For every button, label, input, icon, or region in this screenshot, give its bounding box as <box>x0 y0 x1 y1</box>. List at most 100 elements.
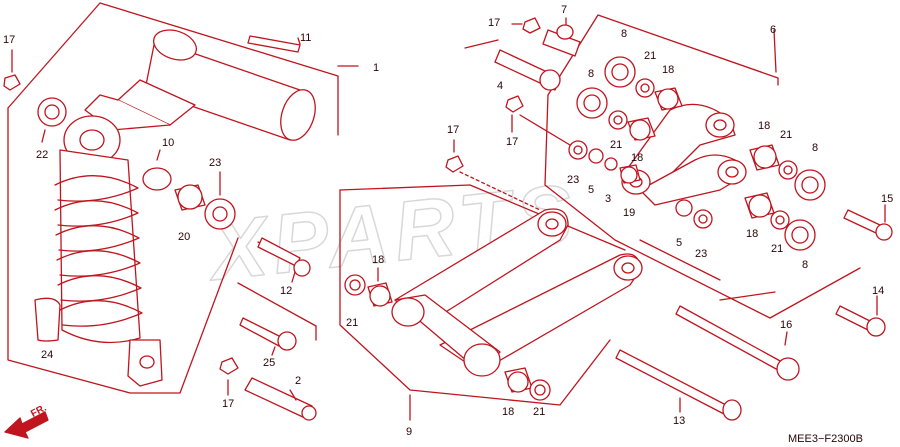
leader-22 <box>41 129 46 143</box>
callout-8c: 8 <box>812 142 818 154</box>
collar-2 <box>244 377 317 421</box>
arm-group-boundary-lower <box>544 94 861 319</box>
callout-17c: 17 <box>222 398 234 410</box>
bolt-14 <box>835 305 886 337</box>
leader-10 <box>156 149 161 161</box>
seal-23-b <box>568 140 588 160</box>
callout-14: 14 <box>872 285 884 297</box>
bracket-24 <box>34 297 61 342</box>
assembly-path-a <box>459 171 541 211</box>
bearing-18-c <box>367 282 393 307</box>
callout-9: 9 <box>406 426 412 438</box>
nut-17-d <box>445 155 464 173</box>
callout-17a: 17 <box>3 34 15 46</box>
callout-16: 16 <box>780 319 792 331</box>
callout-6: 6 <box>770 24 776 36</box>
callout-4: 4 <box>497 80 503 92</box>
collar-7 <box>542 24 581 57</box>
collar-5-b <box>675 199 693 217</box>
callout-23b: 23 <box>567 174 579 186</box>
callout-18d: 18 <box>758 120 770 132</box>
assembly-path-c <box>639 239 721 281</box>
leader-12 <box>291 271 296 283</box>
callout-8b: 8 <box>588 68 594 80</box>
callout-20: 20 <box>178 231 190 243</box>
front-direction-arrow <box>4 411 49 439</box>
callout-1: 1 <box>373 62 379 74</box>
bearing-18-a <box>654 87 683 111</box>
seal-21-c <box>344 274 366 296</box>
callout-22: 22 <box>36 149 48 161</box>
callout-18c: 18 <box>372 254 384 266</box>
rod-group-boundary <box>339 184 626 251</box>
callout-25: 25 <box>263 357 275 369</box>
seal-8-d <box>784 219 816 251</box>
seal-23-a <box>204 198 236 230</box>
collar-5-a <box>588 148 604 164</box>
callout-5b: 5 <box>676 237 682 249</box>
shock-group-boundary-lower <box>7 107 239 394</box>
leader-6 <box>773 29 777 73</box>
bearing-18-b <box>627 117 656 141</box>
assembly-path-b <box>519 114 571 146</box>
nut-17-a <box>3 74 21 91</box>
hint-line-4 <box>464 39 499 49</box>
callout-10: 10 <box>162 137 174 149</box>
collar-4 <box>494 49 561 91</box>
seal-22 <box>37 97 67 127</box>
nut-17-c <box>219 357 239 375</box>
callout-18f: 18 <box>502 406 514 418</box>
bearing-18-e <box>744 192 775 219</box>
callout-15: 15 <box>881 193 893 205</box>
bolt-16 <box>675 305 800 381</box>
callout-21f: 21 <box>533 406 545 418</box>
bolt-25 <box>239 317 297 351</box>
seal-21-f <box>529 379 551 401</box>
callout-21d: 21 <box>780 129 792 141</box>
callout-3: 3 <box>605 193 611 205</box>
bolt-13 <box>615 349 742 421</box>
o-ring-10 <box>142 167 172 191</box>
connecting-rod-9 <box>391 208 643 377</box>
callout-17b: 17 <box>488 17 500 29</box>
diagram-code: MEE3−F2300B <box>788 433 863 445</box>
arm-group-boundary <box>547 14 779 96</box>
shock-arm-6 <box>621 103 747 206</box>
seal-21-e <box>770 210 790 230</box>
callout-17e: 17 <box>506 136 518 148</box>
callout-23a: 23 <box>209 157 221 169</box>
callout-24: 24 <box>41 349 53 361</box>
callout-13: 13 <box>673 415 685 427</box>
leader-2 <box>289 389 297 401</box>
shock-absorber <box>54 115 163 387</box>
seal-21-a <box>635 78 655 98</box>
seal-8-a <box>604 56 636 88</box>
collar-20 <box>174 184 206 211</box>
bolt-15 <box>843 209 893 241</box>
seal-8-c <box>794 169 826 201</box>
seal-21-d <box>778 160 798 180</box>
callout-18b: 18 <box>631 152 643 164</box>
nut-17-e <box>505 95 524 113</box>
seal-23-c <box>693 209 713 229</box>
callout-7: 7 <box>561 4 567 16</box>
callout-21c: 21 <box>346 317 358 329</box>
callout-18a: 18 <box>662 64 674 76</box>
callout-18e: 18 <box>746 228 758 240</box>
callout-19: 19 <box>623 207 635 219</box>
callout-21e: 21 <box>771 243 783 255</box>
bearing-19 <box>619 164 641 184</box>
callout-8d: 8 <box>802 259 808 271</box>
hint-line-25 <box>237 282 317 327</box>
leader-16 <box>784 331 788 346</box>
callout-2: 2 <box>295 375 301 387</box>
seal-21-b <box>608 110 628 130</box>
rod-group-boundary-lower <box>339 189 611 406</box>
shock-group-boundary <box>7 2 339 136</box>
callout-11: 11 <box>300 32 311 44</box>
callout-8a: 8 <box>621 28 627 40</box>
callout-21b: 21 <box>610 139 622 151</box>
washer-3 <box>604 157 618 171</box>
